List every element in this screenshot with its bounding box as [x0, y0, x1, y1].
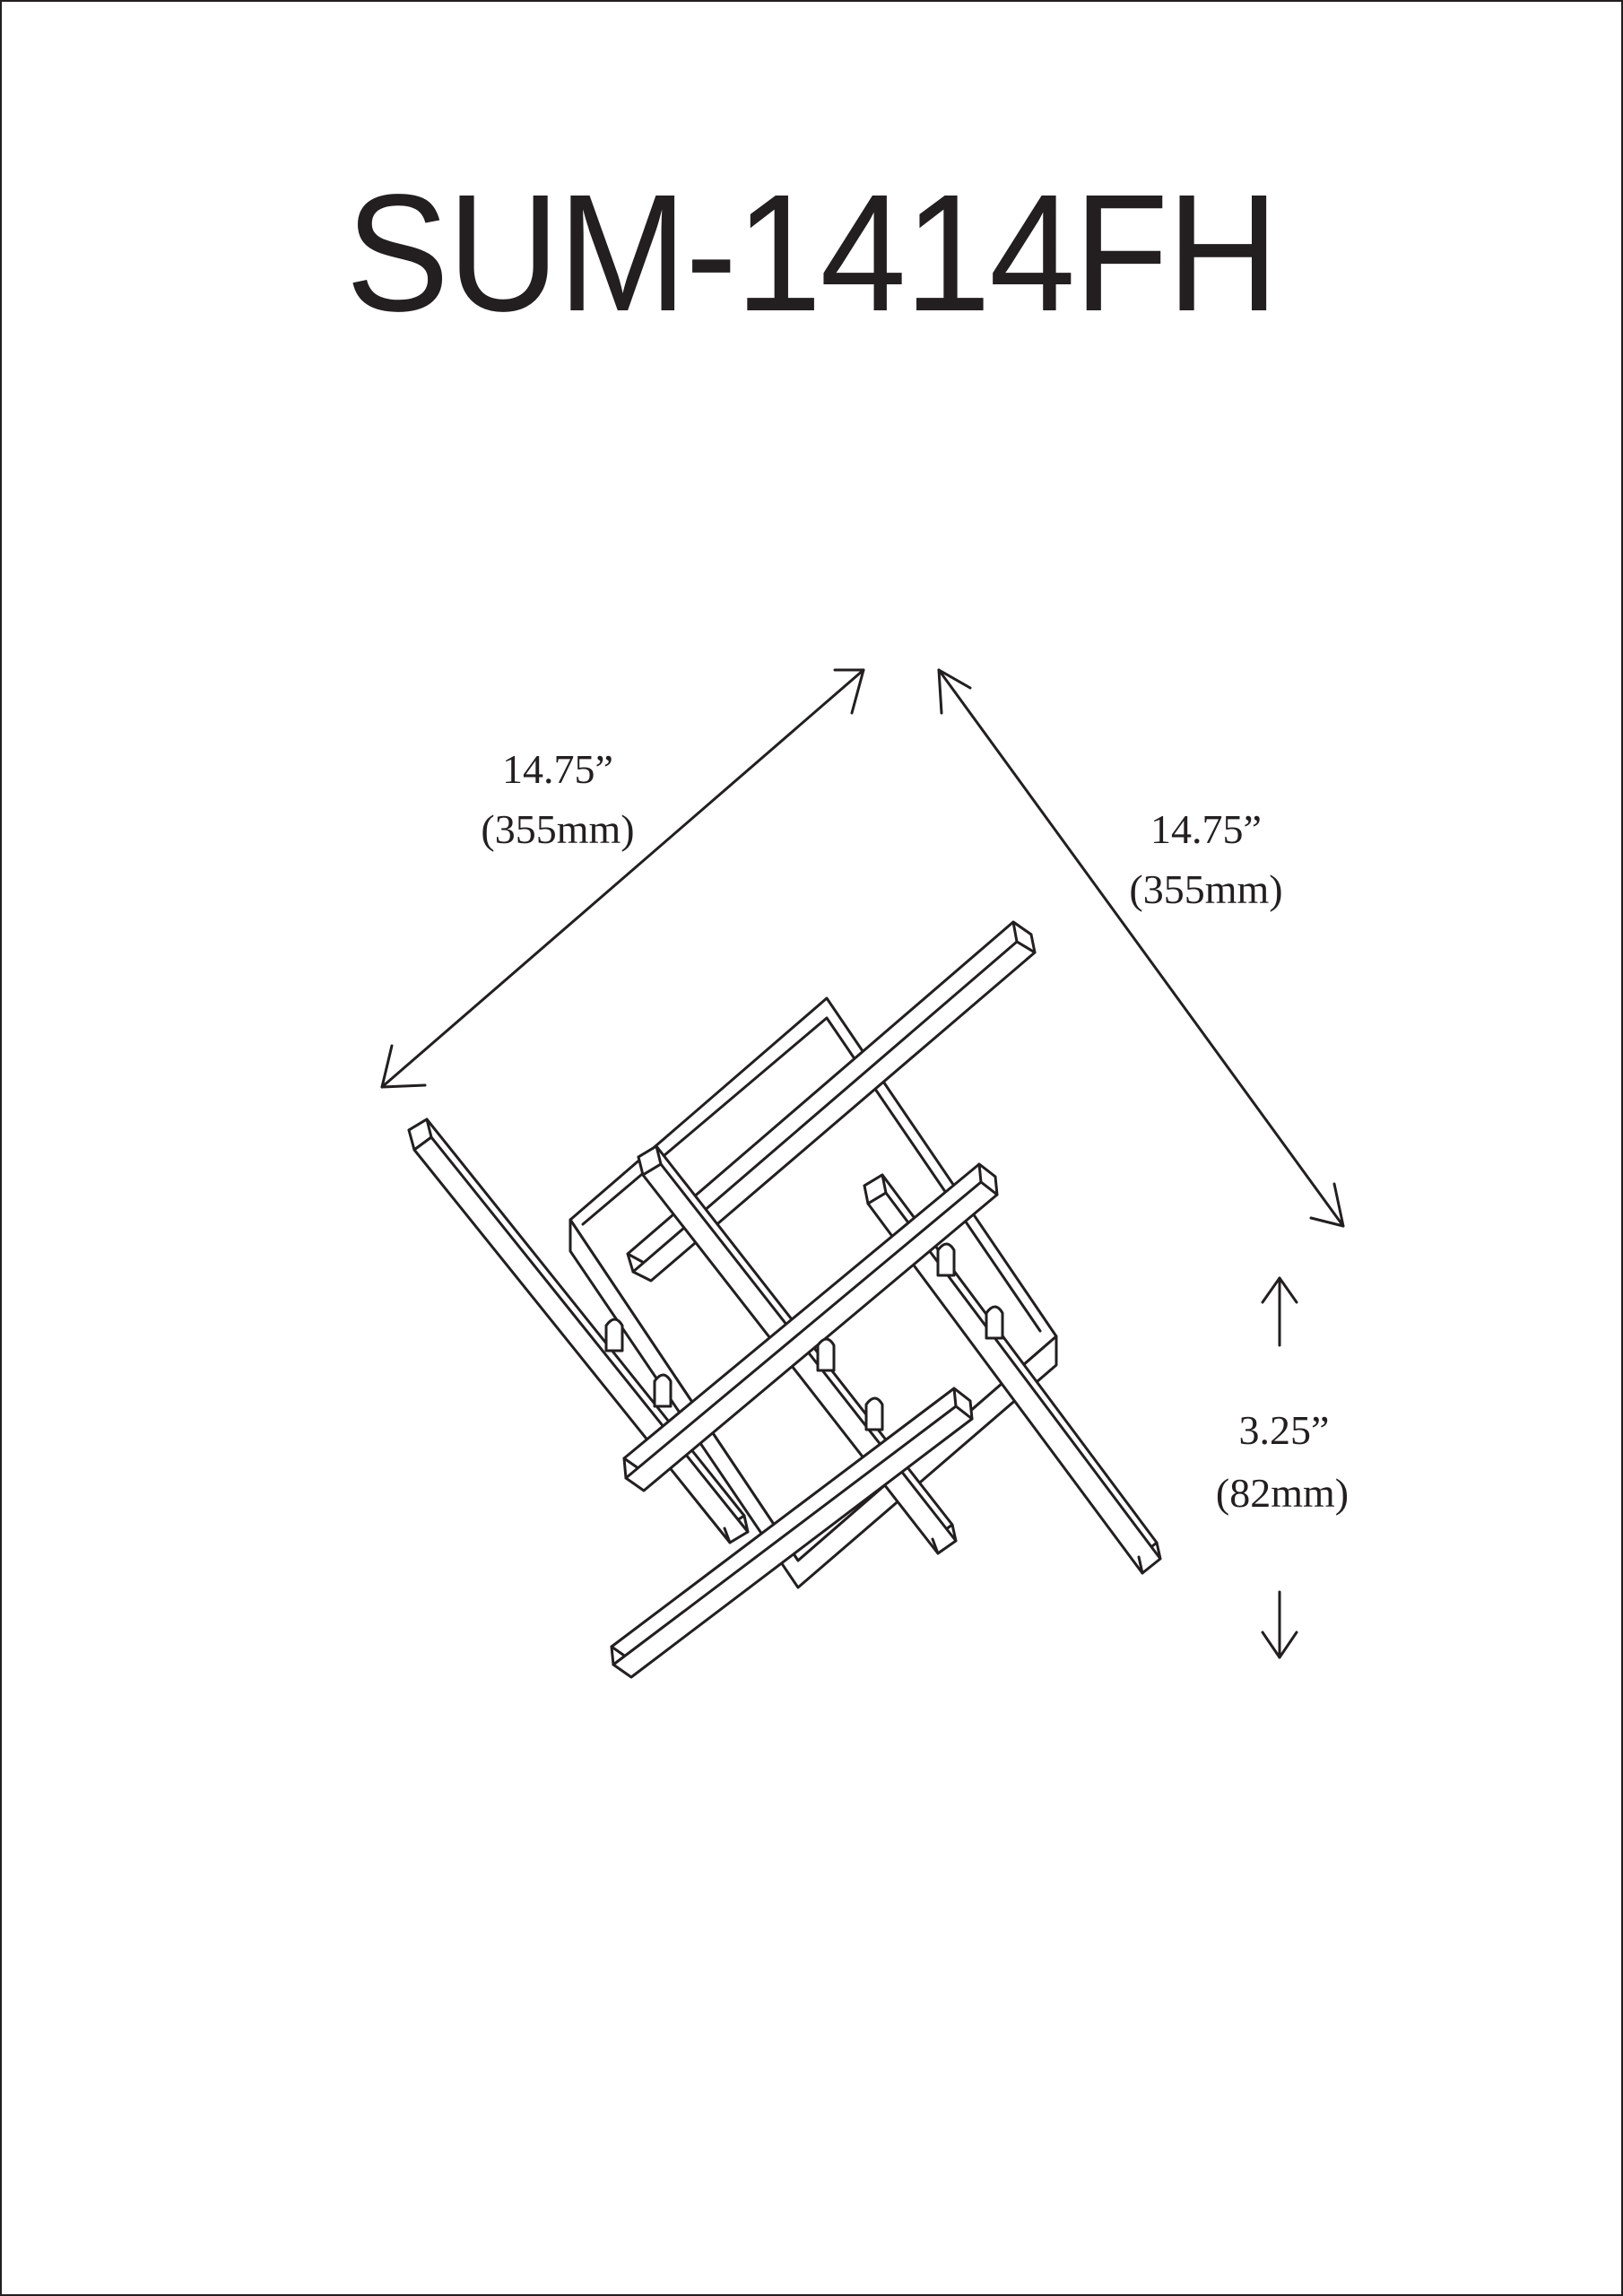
mounting-posts — [604, 1242, 1004, 1431]
height-arrowhead-up — [1261, 1276, 1298, 1304]
depth-mm-label: (355mm) — [1129, 866, 1282, 912]
height-arrowhead-down — [1261, 1631, 1298, 1659]
post-6 — [985, 1305, 1004, 1340]
light-bar-2 — [626, 920, 1037, 1283]
depth-arrowhead-bottom — [1309, 1182, 1345, 1228]
width-inches-label: 14.75” — [502, 746, 613, 792]
depth-inches-label: 14.75” — [1150, 806, 1262, 852]
canopy-side — [568, 1218, 1058, 1589]
width-dimension-line — [380, 668, 865, 1089]
width-arrowhead-bottom — [380, 1044, 427, 1089]
height-dimension — [1261, 1276, 1298, 1659]
light-bar-6 — [610, 1387, 974, 1679]
width-arrowhead-top — [833, 668, 865, 715]
post-1 — [604, 1318, 624, 1352]
post-3 — [816, 1337, 836, 1372]
depth-dimension-line — [937, 668, 1345, 1228]
depth-arrowhead-top — [937, 668, 972, 715]
light-bars — [407, 920, 1162, 1679]
depth-dimension — [937, 668, 1345, 1228]
width-mm-label: (355mm) — [481, 806, 634, 852]
height-inches-label: 3.25” — [1239, 1407, 1330, 1453]
post-2 — [653, 1373, 673, 1408]
model-title: SUM-1414FH — [345, 161, 1280, 346]
light-bar-5 — [622, 1162, 999, 1492]
post-5 — [936, 1242, 956, 1277]
width-dimension — [380, 668, 865, 1089]
height-mm-label: (82mm) — [1216, 1470, 1349, 1516]
post-4 — [864, 1396, 884, 1431]
